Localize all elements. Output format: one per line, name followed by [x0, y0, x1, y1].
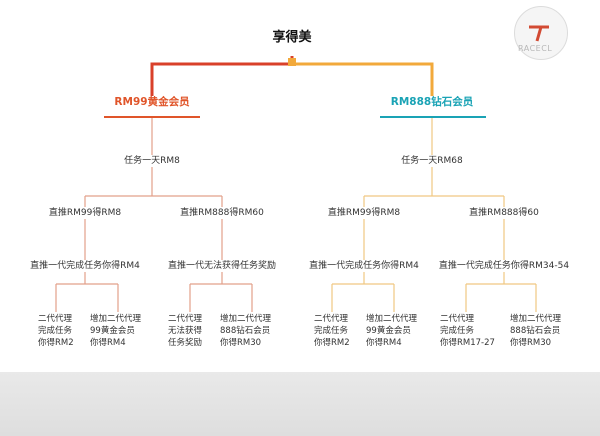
gold-direct-99-node: 直推RM99得RM8: [46, 208, 124, 220]
root-node: 享得美: [262, 26, 322, 51]
gold-line-low-right-split: [189, 272, 253, 312]
diagram-slide: 享得美 RACECL RM99黄金会员 任务一天RM8 直推RM99得RM8 直…: [0, 0, 600, 372]
gold-member-title: RM99黄金会员: [112, 96, 192, 110]
gold-gen1-no-reward-node: 直推一代无法获得任务奖励: [165, 261, 279, 273]
diamond-gen1-reward-node: 直推一代完成任务你得RM34-54: [436, 261, 572, 273]
leaf-line: 二代代理: [440, 314, 475, 324]
root-connector-left: [150, 56, 294, 96]
diamond-member-title: RM888钻石会员: [388, 96, 476, 110]
leaf-line: 你得RM2: [38, 338, 74, 348]
leaf-line: 无法获得: [168, 326, 203, 336]
leaf-line: 888钻石会员: [220, 326, 271, 336]
leaf-line: 你得RM4: [366, 338, 402, 348]
leaf-line: 完成任务: [440, 326, 475, 336]
leaf-line: 增加二代代理: [366, 314, 418, 324]
leaf-line: 你得RM4: [90, 338, 126, 348]
gold-line-low-left-split: [55, 272, 119, 312]
leaf-line: 增加二代代理: [90, 314, 142, 324]
logo-mark-icon: [529, 25, 549, 42]
gold-line-task-split: [84, 167, 223, 207]
leaf-line: 二代代理: [38, 314, 73, 324]
diamond-line-task-split: [363, 167, 505, 207]
gold-leaf-2: 增加二代代理 99黄金会员 你得RM4: [90, 313, 142, 349]
diamond-line-low-right-split: [465, 272, 537, 312]
gold-leaf-1: 二代代理 完成任务 你得RM2: [38, 313, 74, 349]
leaf-line: 你得RM30: [510, 338, 552, 348]
diamond-leaf-3: 二代代理 完成任务 你得RM17-27: [440, 313, 495, 349]
leaf-line: 你得RM30: [220, 338, 262, 348]
leaf-line: 二代代理: [314, 314, 349, 324]
diamond-leaf-4: 增加二代代理 888钻石会员 你得RM30: [510, 313, 562, 349]
diamond-gen1-complete-node: 直推一代完成任务你得RM4: [307, 261, 421, 273]
leaf-line: 99黄金会员: [366, 326, 411, 336]
diamond-leaf-2: 增加二代代理 99黄金会员 你得RM4: [366, 313, 418, 349]
diamond-direct-888-node: 直推RM888得60: [467, 208, 541, 220]
leaf-line: 增加二代代理: [510, 314, 562, 324]
gold-direct-888-node: 直推RM888得RM60: [178, 208, 266, 220]
leaf-line: 二代代理: [168, 314, 203, 324]
gold-leaf-4: 增加二代代理 888钻石会员 你得RM30: [220, 313, 272, 349]
diamond-task-node: 任务一天RM68: [399, 156, 465, 168]
root-connector-knot: [288, 58, 296, 66]
connector-lines: [55, 56, 537, 312]
leaf-line: 完成任务: [38, 326, 73, 336]
diamond-direct-99-node: 直推RM99得RM8: [325, 208, 403, 220]
gold-task-node: 任务一天RM8: [122, 156, 182, 168]
bottom-blur-band: [0, 372, 600, 436]
gold-leaf-3: 二代代理 无法获得 任务奖励: [168, 313, 203, 349]
leaf-line: 你得RM17-27: [440, 338, 495, 348]
leaf-line: 你得RM2: [314, 338, 350, 348]
leaf-line: 任务奖励: [168, 338, 203, 348]
leaf-line: 增加二代代理: [220, 314, 272, 324]
brand-logo: RACECL: [510, 0, 580, 60]
logo-text: RACECL: [518, 44, 553, 53]
leaf-line: 完成任务: [314, 326, 349, 336]
logo-disc: [514, 6, 568, 60]
diamond-leaf-1: 二代代理 完成任务 你得RM2: [314, 313, 350, 349]
gold-gen1-complete-node: 直推一代完成任务你得RM4: [28, 261, 142, 273]
leaf-line: 99黄金会员: [90, 326, 135, 336]
root-connector-right: [292, 62, 434, 96]
leaf-line: 888钻石会员: [510, 326, 561, 336]
diamond-line-low-left-split: [331, 272, 395, 312]
